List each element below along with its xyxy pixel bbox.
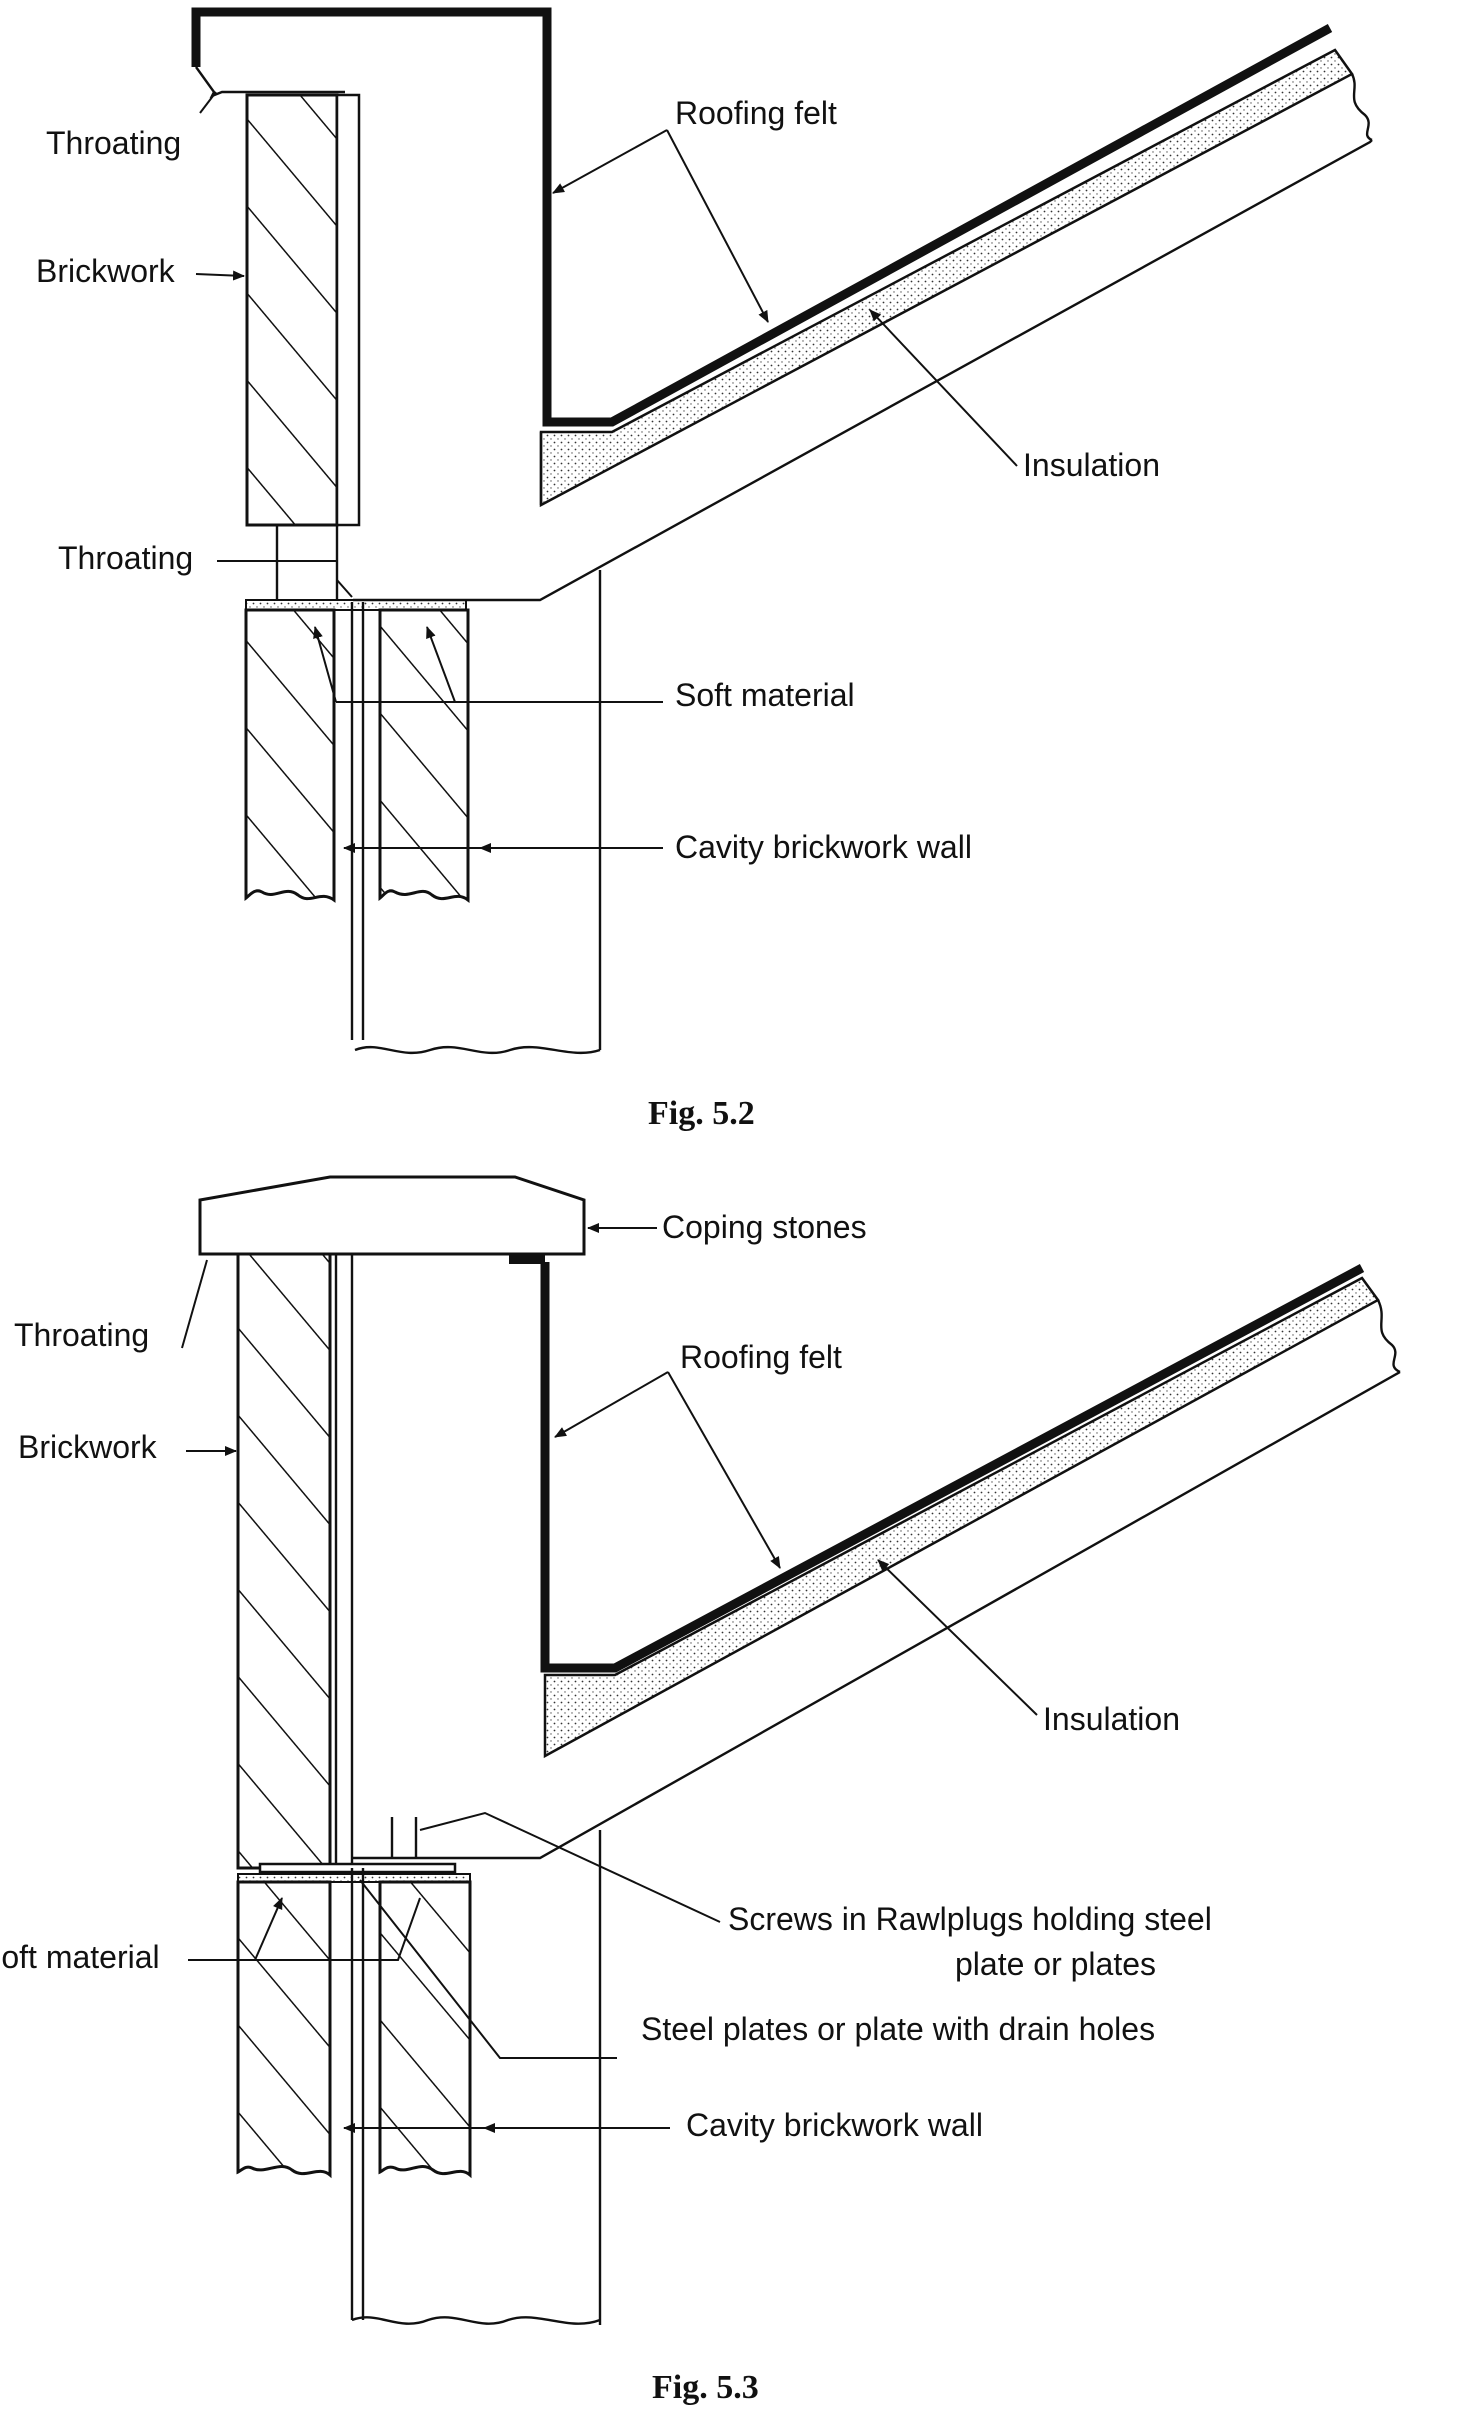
felt-upstand bbox=[540, 1262, 1365, 1673]
parapet-cap-underside bbox=[195, 66, 345, 99]
roof-insulation bbox=[539, 48, 1354, 508]
soft-material-strip bbox=[245, 599, 467, 611]
wall-bottom-break-5-3 bbox=[351, 2316, 601, 2325]
upper-brickwork bbox=[245, 93, 339, 527]
leader-brickwork bbox=[195, 270, 245, 281]
upper-brickwork-5-3 bbox=[236, 1252, 332, 1870]
label-cavity-wall: Cavity brickwork wall bbox=[675, 829, 972, 865]
label-brickwork-5-3: Brickwork bbox=[18, 1429, 158, 1465]
label-cavity-wall-5-3: Cavity brickwork wall bbox=[686, 2107, 983, 2143]
leader-throating-5-3 bbox=[181, 1259, 208, 1349]
parapet-cap-outline bbox=[191, 7, 1333, 427]
lower-outer-leaf bbox=[244, 608, 336, 903]
label-screws-line2: plate or plates bbox=[955, 1946, 1156, 1982]
leader-felt-1 bbox=[552, 129, 668, 194]
roof-deck-end bbox=[1350, 73, 1373, 142]
label-throating-mid: Throating bbox=[58, 540, 193, 576]
label-coping-stones: Coping stones bbox=[662, 1209, 867, 1245]
leader-felt-2 bbox=[666, 129, 769, 323]
leader-soft-2 bbox=[313, 626, 337, 703]
coping-stone bbox=[198, 1175, 586, 1256]
leader-soft-5-3-b bbox=[254, 1897, 283, 1961]
roof-soffit-5-3 bbox=[352, 1370, 1401, 1860]
caption-fig-5-3: Fig. 5.3 bbox=[652, 2369, 759, 2406]
steel-plate bbox=[258, 1862, 457, 1874]
label-roofing-felt-5-3: Roofing felt bbox=[680, 1339, 842, 1375]
soft-material-strip-5-3 bbox=[237, 1873, 471, 1883]
figure-5-2: Throating Brickwork Roofing felt Insulat… bbox=[36, 7, 1373, 1132]
leader-soft-5-3 bbox=[188, 1897, 421, 1961]
coping-fixing-strip bbox=[509, 1254, 545, 1264]
label-soft-material-5-3: Soft material bbox=[0, 1939, 160, 1975]
wall-bottom-break bbox=[354, 1045, 601, 1055]
leader-throating-mid bbox=[217, 560, 353, 598]
label-soft-material: Soft material bbox=[675, 677, 855, 713]
figure-5-3: Coping stones Throating Brickwork Roofin… bbox=[0, 1175, 1401, 2406]
leader-screws bbox=[419, 1811, 721, 1923]
lower-inner-leaf-5-3 bbox=[378, 1880, 472, 2179]
leader-felt-5-3-1 bbox=[554, 1371, 669, 1438]
roof-deck-end-5-3 bbox=[1376, 1299, 1401, 1374]
roof-insulation-5-3 bbox=[543, 1276, 1380, 1759]
leader-insulation-5-3 bbox=[877, 1559, 1038, 1716]
label-steel-plates: Steel plates or plate with drain holes bbox=[641, 2011, 1155, 2047]
label-insulation-5-3: Insulation bbox=[1043, 1701, 1180, 1737]
label-throating-5-3: Throating bbox=[14, 1317, 149, 1353]
label-roofing-felt: Roofing felt bbox=[675, 95, 837, 131]
label-throating-top: Throating bbox=[46, 125, 181, 161]
label-screws-line1: Screws in Rawlplugs holding steel bbox=[728, 1901, 1212, 1937]
caption-fig-5-2: Fig. 5.2 bbox=[648, 1095, 755, 1132]
upper-brickwork-inner-leaf bbox=[335, 93, 361, 527]
leader-steel-plates bbox=[359, 1879, 617, 2059]
leader-insulation bbox=[869, 309, 1018, 467]
leader-soft-3 bbox=[426, 626, 456, 703]
lower-outer-leaf-5-3 bbox=[236, 1880, 332, 2179]
label-brickwork: Brickwork bbox=[36, 253, 176, 289]
lower-inner-leaf bbox=[378, 608, 470, 904]
leader-throating-top bbox=[199, 91, 217, 114]
roof-soffit bbox=[353, 139, 1373, 602]
leader-felt-5-3-2 bbox=[667, 1371, 781, 1569]
label-insulation: Insulation bbox=[1023, 447, 1160, 483]
